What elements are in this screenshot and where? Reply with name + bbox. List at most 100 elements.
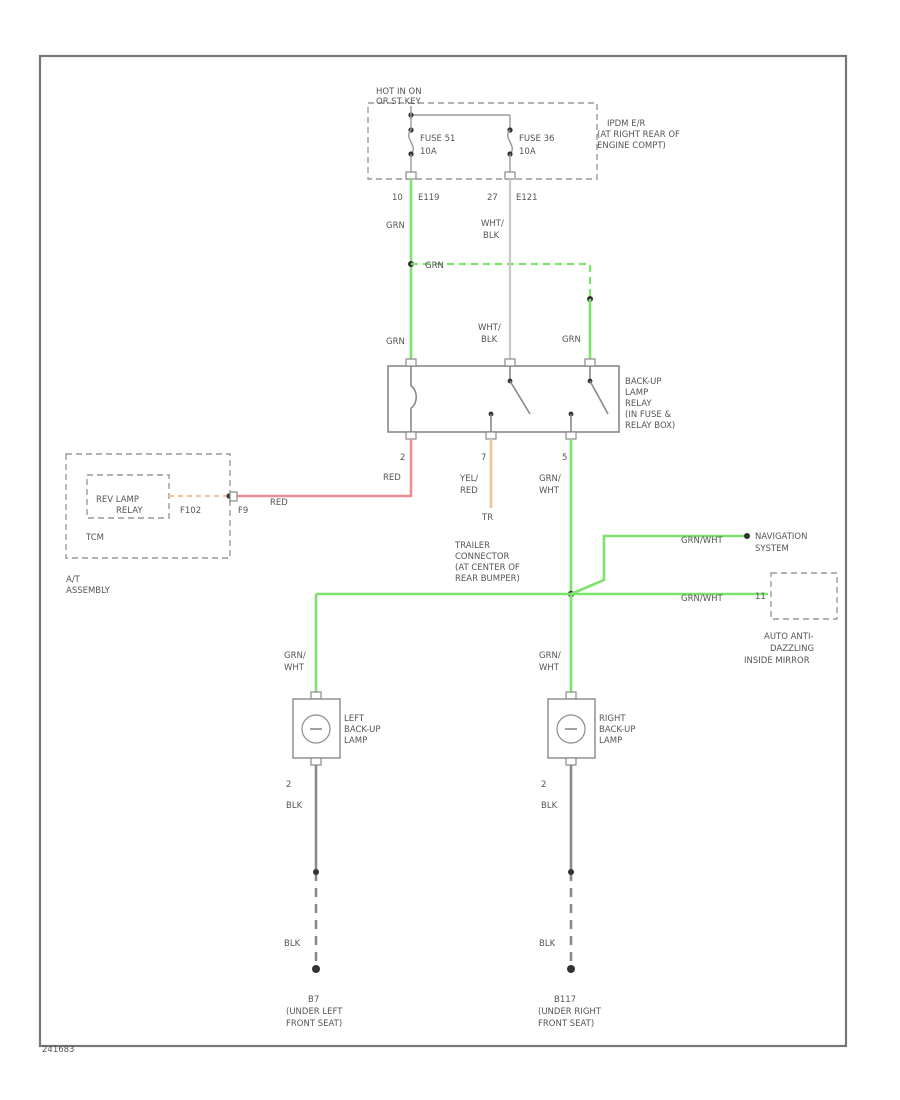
trailer-label-3: (AT CENTER OF	[455, 563, 520, 573]
left-ground-label-1: B7	[308, 995, 319, 1005]
wire-label-left-wht: WHT	[284, 663, 305, 673]
wire-label-tr: TR	[481, 513, 493, 523]
trailer-label-1: TRAILER	[454, 541, 490, 551]
navigation-label-1: NAVIGATION	[755, 532, 807, 542]
auto-dimming-mirror-box	[770, 572, 838, 620]
left-lamp-label-2: BACK-UP	[344, 725, 381, 735]
relay-label-1: BACK-UP	[625, 377, 662, 387]
relay-pin-2-number: 2	[400, 453, 405, 463]
wire-label-grn-wht-1b: WHT	[539, 486, 560, 496]
ipdm-pin-27-connector: E121	[516, 193, 538, 203]
right-ground-label-3: FRONT SEAT)	[538, 1019, 594, 1029]
mirror-label-2: DAZZLING	[770, 644, 814, 654]
relay-pin-5-number: 5	[562, 453, 567, 463]
at-assembly-label-1: A/T	[66, 575, 81, 585]
fuse-36-rating: 10A	[519, 147, 536, 157]
relay-switch-1	[488, 366, 531, 432]
trailer-label-2: CONNECTOR	[455, 552, 510, 562]
ipdm-location-1: IPDM E/R	[607, 119, 645, 129]
wire-label-nav: GRN/WHT	[681, 536, 724, 546]
diagram-code: 241683	[42, 1045, 74, 1055]
ipdm-location-2: (AT RIGHT REAR OF	[597, 130, 680, 140]
right-ground-icon	[567, 965, 575, 973]
rev-lamp-relay-label-2: RELAY	[116, 506, 143, 516]
right-lamp-label-3: LAMP	[599, 736, 622, 746]
ipdm-location-3: ENGINE COMPT)	[597, 141, 666, 151]
fuse-36-label: FUSE 36	[519, 134, 554, 144]
tcm-connector: F9	[238, 506, 248, 516]
relay-pin-7-number: 7	[481, 453, 486, 463]
wire-grn-wht-navigation	[570, 534, 746, 596]
diagram-frame	[38, 54, 848, 1048]
left-lamp-wire: BLK	[286, 801, 303, 811]
left-ground-wire: BLK	[284, 939, 301, 949]
wire-label-wht-1: WHT/	[481, 219, 504, 229]
mirror-label-1: AUTO ANTI-	[764, 632, 814, 642]
tcm-connector-pin	[229, 491, 238, 502]
left-lamp-pin: 2	[286, 780, 291, 790]
at-assembly-label-2: ASSEMBLY	[66, 586, 111, 596]
tcm-box-label: TCM	[85, 533, 104, 543]
ipdm-pin-10-connector: E119	[418, 193, 440, 203]
wire-label-red-1: RED	[383, 473, 401, 483]
wire-label-right-wht: WHT	[539, 663, 560, 673]
wire-label-grn-3: GRN	[562, 335, 581, 345]
right-lamp-wire: BLK	[541, 801, 558, 811]
navigation-label-2: SYSTEM	[755, 544, 789, 554]
at-assembly-box	[65, 453, 231, 559]
fuse-51	[408, 129, 414, 172]
wire-label-left-grn: GRN/	[284, 651, 306, 661]
left-ground-label-3: FRONT SEAT)	[286, 1019, 342, 1029]
hot-label-1: HOT IN ON	[376, 87, 422, 97]
right-ground-label-1: B117	[554, 995, 576, 1005]
wire-label-right-grn: GRN/	[539, 651, 561, 661]
relay-coil	[410, 366, 418, 432]
left-lamp-label-3: LAMP	[344, 736, 367, 746]
relay-label-4: (IN FUSE &	[625, 410, 671, 420]
left-backup-lamp	[292, 691, 341, 766]
right-lamp-label-1: RIGHT	[599, 714, 626, 724]
left-lamp-label-1: LEFT	[344, 714, 365, 724]
rev-lamp-relay-label-1: REV LAMP	[96, 495, 139, 505]
fuse-51-rating: 10A	[420, 147, 437, 157]
wire-label-blk-1: BLK	[483, 231, 500, 241]
right-lamp-label-2: BACK-UP	[599, 725, 636, 735]
wire-label-red-2: RED	[270, 498, 288, 508]
navigation-connector-node	[744, 533, 750, 539]
relay-pin-top-3	[584, 358, 596, 367]
relay-pin-2	[405, 431, 417, 440]
relay-label-2: LAMP	[625, 388, 648, 398]
left-ground-label-2: (UNDER LEFT	[286, 1007, 343, 1017]
backup-lamp-relay-box	[387, 365, 620, 433]
wire-label-wht-2: WHT/	[478, 323, 501, 333]
tcm-pin-code: F102	[180, 506, 201, 516]
splice-right-ground	[568, 869, 574, 875]
right-lamp-pin: 2	[541, 780, 546, 790]
trailer-label-4: REAR BUMPER)	[455, 574, 520, 584]
ipdm-pin-27	[504, 171, 516, 180]
relay-pin-7	[485, 431, 497, 440]
ipdm-pin-27-number: 27	[487, 193, 498, 203]
mirror-pin: 11	[755, 592, 766, 602]
fuse-36	[507, 115, 513, 172]
ipdm-box	[367, 102, 598, 180]
mirror-label-3: INSIDE MIRROR	[744, 656, 810, 666]
hot-label-2: OR ST KEY	[376, 97, 422, 107]
fuse-51-label: FUSE 51	[420, 134, 455, 144]
wire-label-blk-2: BLK	[481, 335, 498, 345]
relay-switch-2	[568, 366, 609, 432]
wire-label-grn-inline: GRN	[425, 261, 444, 271]
relay-pin-top-2	[504, 358, 516, 367]
wire-label-grn-2: GRN	[386, 337, 405, 347]
wire-label-grn-wht-1a: GRN/	[539, 474, 561, 484]
wire-red-relay-tcm	[236, 439, 413, 498]
splice-left-ground	[313, 869, 319, 875]
wire-label-grn-1: GRN	[386, 221, 405, 231]
relay-pin-5	[565, 431, 577, 440]
relay-pin-top-1	[405, 358, 417, 367]
wire-label-yel: YEL/	[459, 474, 478, 484]
right-ground-label-2: (UNDER RIGHT	[538, 1007, 602, 1017]
relay-label-3: RELAY	[625, 399, 652, 409]
right-backup-lamp	[547, 691, 596, 766]
